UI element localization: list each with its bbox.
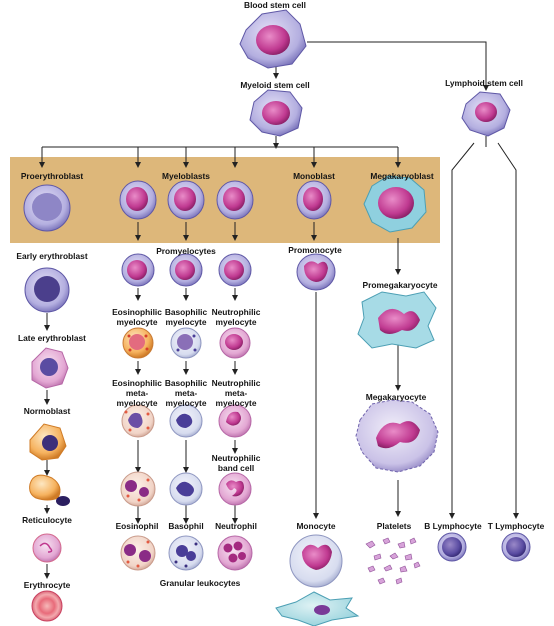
myeloid-stem-cell-icon (249, 89, 303, 137)
eosinophil-icon (120, 535, 156, 571)
erythrocyte-icon (31, 590, 63, 622)
label-lymphoid-stem-cell: Lymphoid stem cell (445, 78, 523, 88)
label-myeloid-stem-cell: Myeloid stem cell (240, 80, 310, 90)
label-late-erythroblast: Late erythroblast (18, 333, 86, 343)
label-myeloblasts: Myeloblasts (162, 171, 210, 181)
label-reticulocyte: Reticulocyte (22, 515, 72, 525)
label-megakaryocyte: Megakaryocyte (365, 392, 427, 402)
label-monoblast: Monoblast (293, 171, 335, 181)
early-erythroblast-icon (24, 267, 70, 313)
basophil-icon (168, 535, 204, 571)
label-early-erythroblast: Early erythroblast (16, 251, 88, 261)
promyelocyte-icon (121, 253, 252, 287)
eosinophilic-metamyelocyte-icon (121, 404, 155, 438)
neutrophilic-myelocyte-icon (219, 327, 251, 359)
label-neutrophil: Neutrophil (215, 521, 257, 531)
label-basophil: Basophil (168, 521, 204, 531)
b-lymphocyte-icon (437, 532, 467, 562)
neutrophilic-metamyelocyte-icon (218, 404, 252, 438)
label-neutrophilic-band-cell: Neutrophilic band cell (211, 453, 261, 473)
label-neutrophilic-myelocyte: Neutrophilic myelocyte (211, 307, 261, 327)
label-eosinophilic-myelocyte: Eosinophilic myelocyte (112, 307, 162, 327)
connector-lines (39, 41, 519, 579)
label-erythrocyte: Erythrocyte (23, 580, 71, 590)
myeloblast-icon (119, 180, 254, 220)
lymphoid-stem-cell-icon (461, 91, 511, 137)
platelets-icon (365, 537, 421, 585)
reticulocyte-icon (32, 533, 62, 563)
label-normoblast: Normoblast (23, 406, 71, 416)
reticulocyte-stage-icon (29, 474, 70, 506)
label-b-lymphocyte: B Lymphocyte (424, 521, 482, 531)
label-promyelocytes: Promyelocytes (156, 246, 216, 256)
late-erythroblast-icon (31, 347, 69, 389)
promonocyte-icon (296, 253, 336, 291)
megakaryoblast-icon (363, 175, 427, 233)
label-neutrophilic-metamyelocyte: Neutrophilic meta-myelocyte (211, 378, 261, 408)
promegakaryocyte-icon (357, 291, 437, 349)
label-basophilic-myelocyte: Basophilic myelocyte (164, 307, 208, 327)
basophilic-myelocyte-icon (170, 327, 202, 359)
basophilic-metamyelocyte-icon (169, 404, 203, 438)
normoblast-icon (29, 423, 67, 461)
macrophage-icon (275, 591, 360, 626)
label-granular-leukocytes: Granular leukocytes (159, 578, 241, 588)
label-megakaryoblast: Megakaryoblast (370, 171, 434, 181)
label-basophilic-metamyelocyte: Basophilic meta-myelocyte (164, 378, 208, 408)
label-monocyte: Monocyte (296, 521, 336, 531)
label-platelets: Platelets (376, 521, 412, 531)
eosinophilic-myelocyte-icon (122, 327, 154, 359)
monocyte-icon (289, 534, 343, 588)
neutrophil-icon (217, 535, 253, 571)
label-promegakaryocyte: Promegakaryocyte (362, 280, 438, 290)
basophil-precursor-icon (169, 472, 203, 506)
t-lymphocyte-icon (501, 532, 531, 562)
label-eosinophilic-metamyelocyte: Eosinophilic meta-myelocyte (112, 378, 162, 408)
label-promonocyte: Promonocyte (288, 245, 342, 255)
label-blood-stem-cell: Blood stem cell (244, 0, 306, 10)
eosinophil-precursor-icon (120, 471, 156, 507)
label-eosinophil: Eosinophil (115, 521, 159, 531)
label-t-lymphocyte: T Lymphocyte (487, 521, 545, 531)
neutrophilic-band-cell-icon (218, 472, 252, 506)
monoblast-icon (296, 180, 332, 220)
megakaryocyte-icon (355, 399, 439, 473)
blood-stem-cell-icon (239, 9, 307, 69)
label-proerythroblast: Proerythroblast (20, 171, 84, 181)
proerythroblast-icon (23, 184, 71, 232)
